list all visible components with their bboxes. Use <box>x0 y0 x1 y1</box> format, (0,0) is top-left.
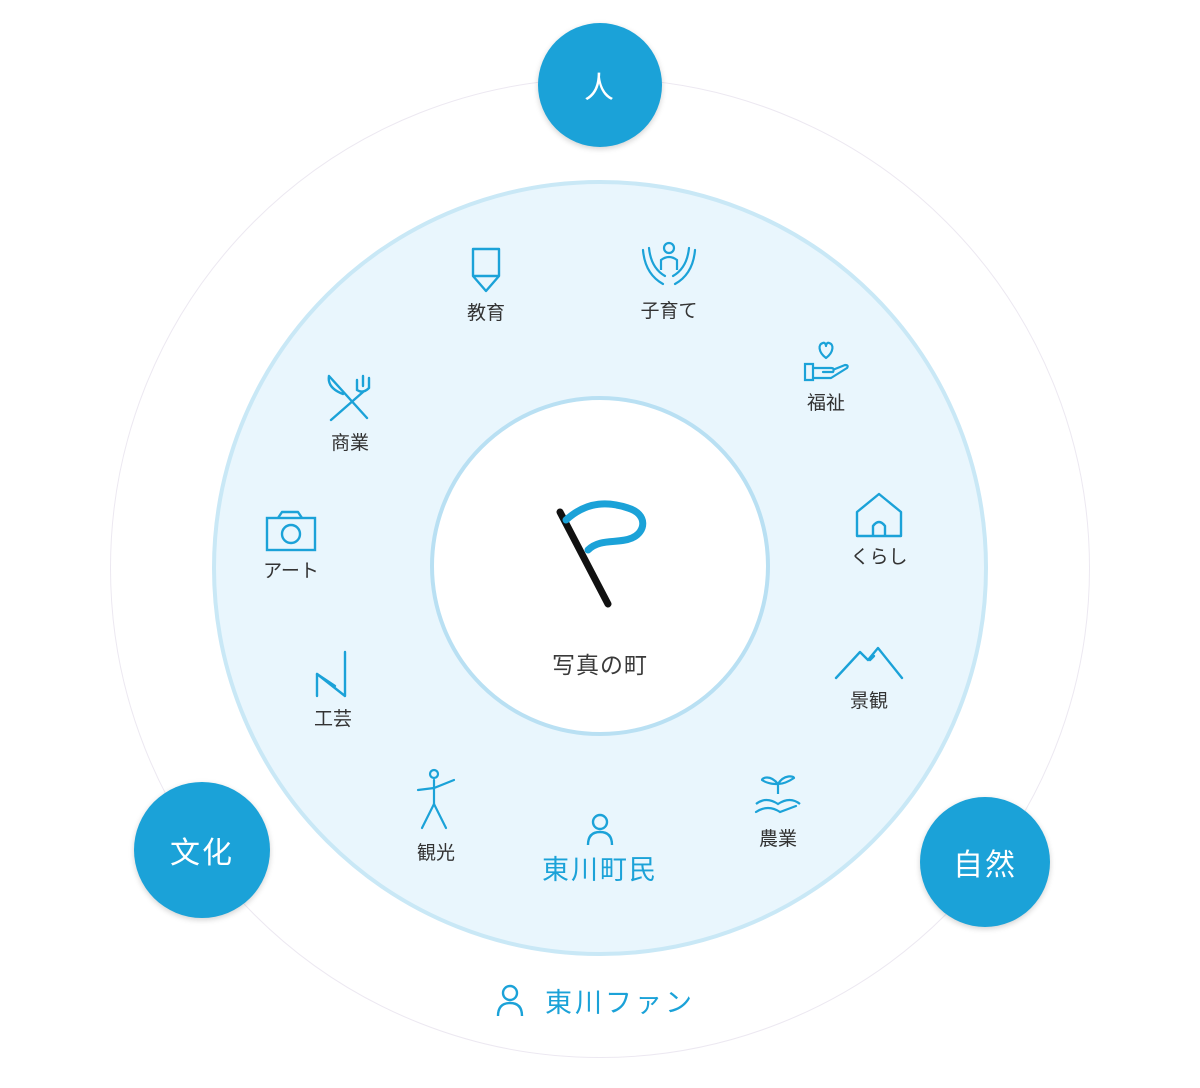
house-icon <box>855 492 903 538</box>
category-living-label: くらし <box>850 546 908 568</box>
pillar-nature[interactable]: 自然 <box>920 797 1050 927</box>
category-tourism[interactable]: 観光 <box>381 768 491 865</box>
category-agriculture[interactable]: 農業 <box>723 770 833 851</box>
walking-person-icon <box>416 768 456 830</box>
pillar-culture-label: 文化 <box>170 836 234 871</box>
heart-hand-icon <box>803 341 849 382</box>
category-scenery-label: 景観 <box>849 690 888 712</box>
category-crafts-label: 工芸 <box>313 708 352 730</box>
residents-group: 東川町民 <box>510 812 690 887</box>
category-education-label: 教育 <box>466 302 505 324</box>
category-crafts[interactable]: 工芸 <box>278 650 388 731</box>
category-scenery[interactable]: 景観 <box>814 644 924 713</box>
category-living[interactable]: くらし <box>824 490 934 569</box>
sprout-hand-icon <box>754 775 801 814</box>
center-circle <box>430 396 770 736</box>
person-icon <box>586 813 614 846</box>
fans-group: 東川ファン <box>495 976 695 1024</box>
pillar-culture[interactable]: 文化 <box>134 782 270 918</box>
pencil-icon <box>471 247 501 293</box>
center-label: 写真の町 <box>552 653 648 679</box>
pillar-people-label: 人 <box>584 71 616 106</box>
category-welfare-label: 福祉 <box>806 392 845 414</box>
category-welfare[interactable]: 福祉 <box>771 338 881 415</box>
category-commerce-label: 商業 <box>330 432 369 454</box>
fork-knife-icon <box>327 374 371 422</box>
pillar-people[interactable]: 人 <box>538 23 662 147</box>
craft-icon <box>315 650 347 698</box>
category-education[interactable]: 教育 <box>431 246 541 325</box>
category-tourism-label: 観光 <box>416 842 455 864</box>
category-art-label: アート <box>263 560 319 582</box>
residents-label: 東川町民 <box>542 855 658 886</box>
person-icon <box>496 984 524 1017</box>
category-agriculture-label: 農業 <box>758 828 797 850</box>
fans-label: 東川ファン <box>545 987 695 1019</box>
camera-icon <box>265 510 317 552</box>
category-commerce[interactable]: 商業 <box>295 372 405 455</box>
pillar-nature-label: 自然 <box>953 848 1017 883</box>
category-childcare-label: 子育て <box>640 300 698 322</box>
flag-icon <box>548 494 658 618</box>
category-childcare[interactable]: 子育て <box>614 240 724 323</box>
category-art[interactable]: アート <box>236 510 346 583</box>
hands-child-icon <box>641 241 697 286</box>
mountain-icon <box>834 646 904 680</box>
